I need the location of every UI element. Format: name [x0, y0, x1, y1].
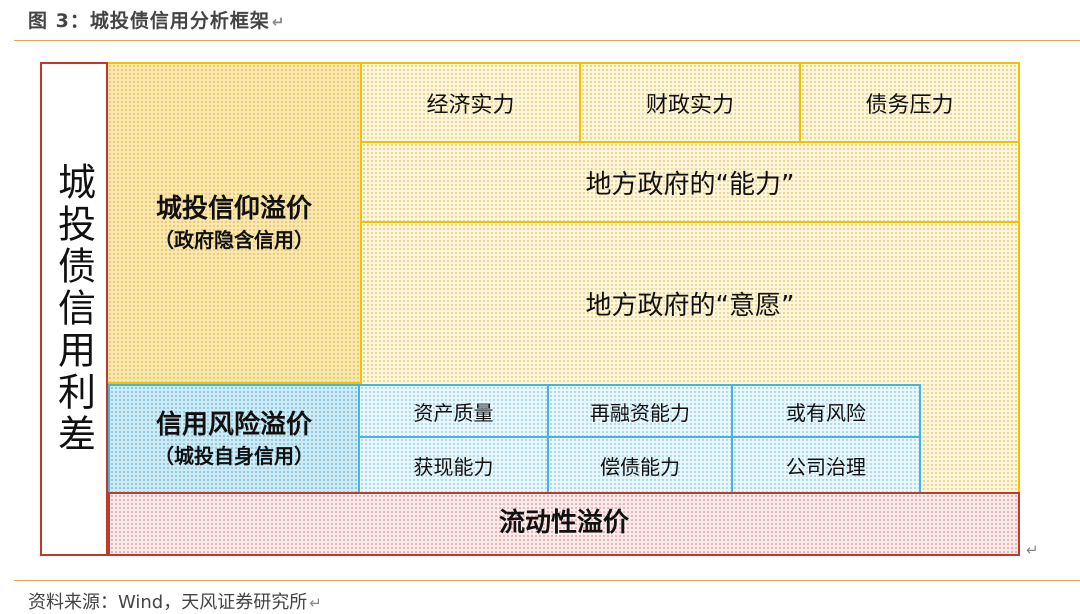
faith-premium-label: 城投信仰溢价 （政府隐含信用） — [154, 192, 314, 254]
cash-generation-label: 获现能力 — [413, 454, 494, 479]
debt-repayment-label: 偿债能力 — [600, 454, 680, 479]
return-mark-diagram-text: ↵ — [1026, 541, 1039, 559]
corporate-governance-label: 公司治理 — [786, 454, 866, 479]
fiscal-strength-label: 财政实力 — [645, 92, 734, 118]
return-mark-diagram: ↵ — [1024, 540, 1039, 559]
refinancing-ability-cell: 再融资能力 — [547, 384, 733, 438]
economic-strength-label: 经济实力 — [426, 92, 515, 118]
economic-strength-cell: 经济实力 — [360, 62, 581, 143]
credit-risk-premium-label: 信用风险溢价 （城投自身信用） — [154, 408, 314, 470]
faith-premium-subtitle: （政府隐含信用） — [154, 228, 314, 253]
government-willingness-label: 地方政府的“意愿” — [585, 290, 795, 321]
source-note: 资料来源：Wind，天风证券研究所↵ — [28, 588, 322, 614]
government-willingness-text-wrap: 地方政府的“意愿” — [362, 223, 1018, 383]
debt-pressure-cell: 债务压力 — [799, 62, 1020, 143]
faith-premium-title: 城投信仰溢价 — [155, 193, 312, 224]
asset-quality-cell: 资产质量 — [358, 384, 549, 438]
government-ability-cell: 地方政府的“能力” — [360, 141, 1020, 223]
credit-risk-premium-title: 信用风险溢价 — [155, 409, 312, 440]
corporate-governance-cell: 公司治理 — [731, 436, 921, 494]
bottom-divider — [14, 580, 1080, 581]
faith-premium-box: 城投信仰溢价 （政府隐含信用） — [108, 62, 360, 384]
liquidity-premium-box: 流动性溢价 — [108, 492, 1020, 556]
fiscal-strength-cell: 财政实力 — [579, 62, 801, 143]
contingent-risk-label: 或有风险 — [786, 400, 866, 425]
debt-repayment-cell: 偿债能力 — [547, 436, 733, 494]
government-ability-label: 地方政府的“能力” — [585, 169, 795, 200]
credit-spread-label-box: 城投债信用利差 — [40, 62, 108, 556]
debt-pressure-label: 债务压力 — [865, 92, 954, 118]
refinancing-ability-label: 再融资能力 — [590, 400, 690, 425]
return-mark-source: ↵ — [309, 594, 322, 612]
liquidity-premium-label: 流动性溢价 — [498, 508, 629, 539]
contingent-risk-cell: 或有风险 — [731, 384, 921, 438]
credit-risk-premium-box: 信用风险溢价 （城投自身信用） — [108, 384, 360, 494]
asset-quality-label: 资产质量 — [413, 400, 494, 425]
top-divider — [14, 40, 1080, 41]
source-text: 资料来源：Wind，天风证券研究所 — [28, 592, 308, 613]
figure-title-text: 图 3：城投债信用分析框架 — [28, 10, 270, 32]
credit-risk-premium-subtitle: （城投自身信用） — [154, 444, 314, 469]
cash-generation-cell: 获现能力 — [358, 436, 549, 494]
figure-title: 图 3：城投债信用分析框架↵ — [28, 6, 285, 33]
credit-spread-label: 城投债信用利差 — [51, 162, 96, 456]
return-mark-title: ↵ — [271, 13, 286, 31]
